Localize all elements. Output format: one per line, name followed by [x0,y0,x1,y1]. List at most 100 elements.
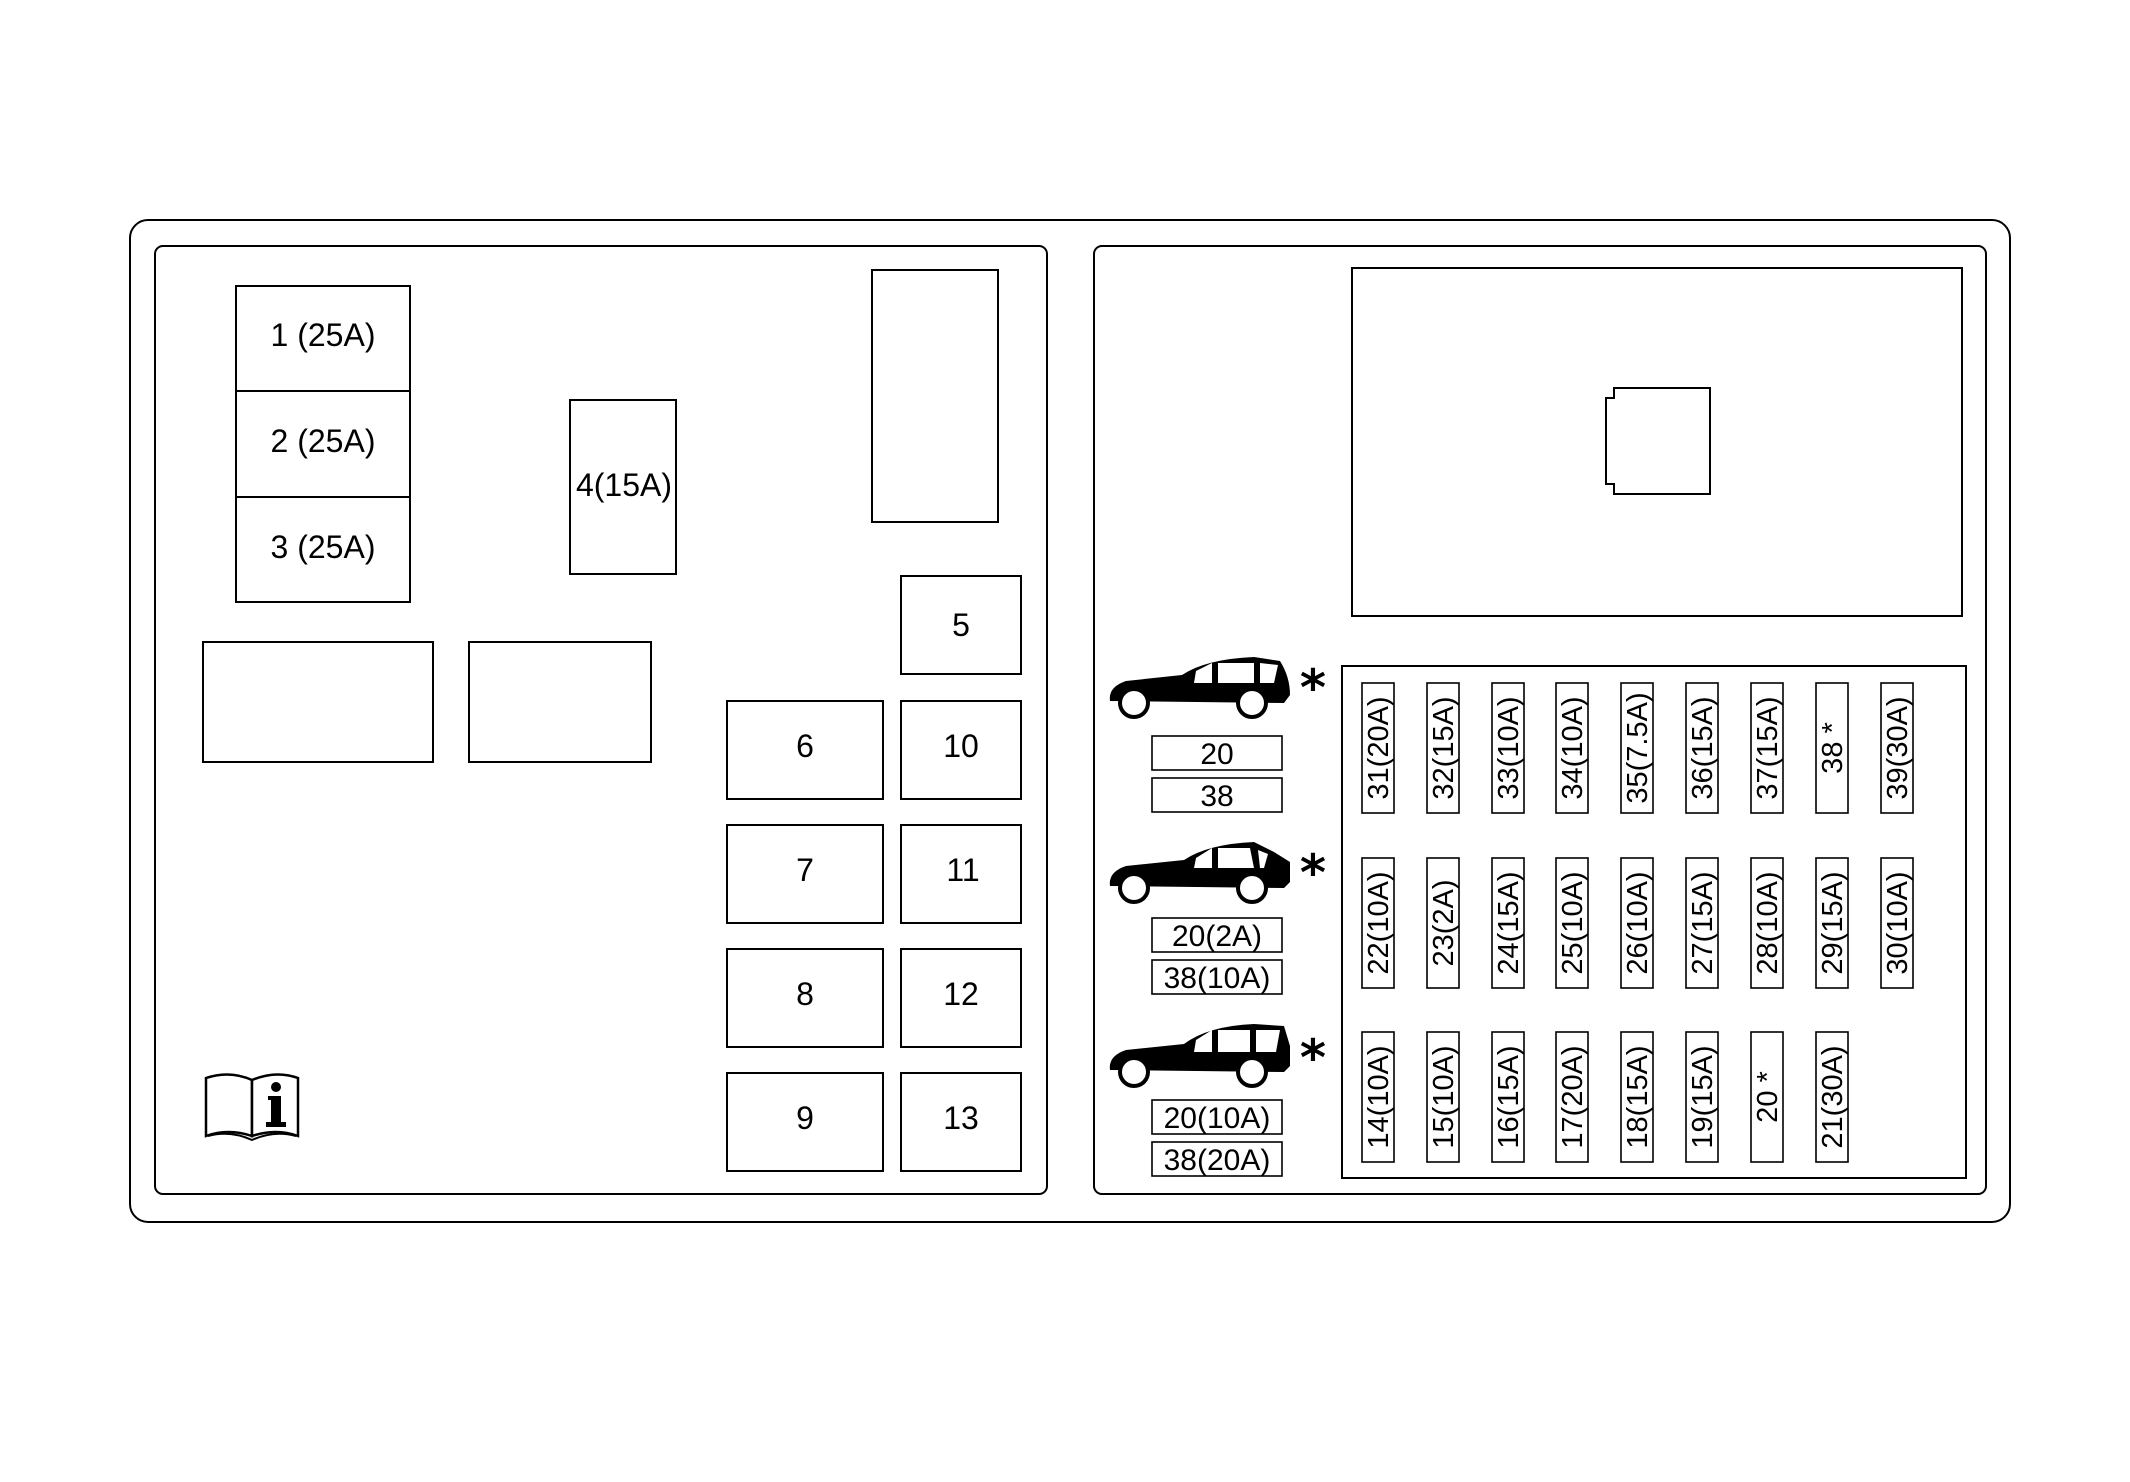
asterisk-label: * [1300,659,1326,717]
fuse-label: 22(10A) [1363,871,1395,974]
fuse-slot [1491,1031,1525,1163]
fuse-slot [1620,682,1654,814]
fuse-label: 35(7.5A) [1622,692,1654,803]
variant-label: 38 [1200,780,1233,813]
variant-label: 38(20A) [1164,1144,1271,1177]
variant-label-box [1151,917,1283,953]
info-manual-icon [204,1073,300,1142]
fuse-label: 37(15A) [1752,696,1784,799]
fuse-slot [1426,682,1460,814]
variant-label-box [1151,959,1283,995]
relay-11 [900,824,1022,924]
fuse-label: 28(10A) [1752,871,1784,974]
empty-relay-block [202,641,434,763]
module-connector [1605,387,1711,495]
variant-label-box [1151,1099,1283,1135]
wagon-icon [1109,1024,1290,1088]
fuse-label: 17(20A) [1557,1045,1589,1148]
sedan-icon [1109,842,1290,904]
relay-6 [726,700,884,800]
asterisk-label: * [1300,844,1326,902]
hatchback-icon [1109,657,1290,719]
fuse-label: 32(15A) [1428,696,1460,799]
relay-5 [900,575,1022,675]
relay-8 [726,948,884,1048]
fuse-slot [1750,682,1784,814]
fuse-2-label: 2 (25A) [271,423,376,459]
relay-label: 13 [943,1100,979,1136]
relay-label: 11 [946,852,979,888]
fuse-slot [1685,857,1719,989]
fuse-slot [1880,857,1914,989]
fuse-slot [1685,682,1719,814]
asterisk-label: * [1300,1029,1326,1087]
fuse-slot [1750,1031,1784,1163]
fuse-label: 23(2A) [1428,879,1460,966]
fuse-label: 18(15A) [1622,1045,1654,1148]
fuse-slot [1555,857,1589,989]
relay-10 [900,700,1022,800]
fuse-label: 27(15A) [1687,871,1719,974]
relay-label: 7 [796,852,814,888]
fuse-slot [1555,682,1589,814]
fuse-grid: 31(20A) 32(15A) 33(10A) 34(10A) 35(7.5A) 36(1… [1361,682,1914,1163]
fuse-label: 21(30A) [1817,1045,1849,1148]
fuse-4-slot [569,399,677,575]
fuse-label: 30(10A) [1882,871,1914,974]
variant-label: 20(10A) [1164,1102,1271,1135]
fuse-label: 29(15A) [1817,871,1849,974]
fuse-3-label: 3 (25A) [271,529,376,565]
fuse-slot [1426,857,1460,989]
fuse-slot [1555,1031,1589,1163]
fuse-label: 14(10A) [1363,1045,1395,1148]
fuse-stack [235,285,411,603]
fuse-slot [1815,682,1849,814]
fuse-4-label: 4(15A) [576,467,672,503]
fuse-label: 26(10A) [1622,871,1654,974]
fuse-slot [1620,1031,1654,1163]
fuse-label: 15(10A) [1428,1045,1460,1148]
fuse-slot [1491,682,1525,814]
relay-12 [900,948,1022,1048]
fuse-1-label: 1 (25A) [271,317,376,353]
relay-9 [726,1072,884,1172]
fuse-slot [1685,1031,1719,1163]
relay-label: 6 [796,728,814,764]
fuse-label: 31(20A) [1363,696,1395,799]
fuse-label: 33(10A) [1493,696,1525,799]
fuse-slot [1361,682,1395,814]
fuse-label: 39(30A) [1882,696,1914,799]
fuse-label: 25(10A) [1557,871,1589,974]
fuse-slot [1815,857,1849,989]
fuse-label: 34(10A) [1557,696,1589,799]
fuse-slot [1750,857,1784,989]
relay-label: 12 [943,976,979,1012]
fuse-slot [1880,682,1914,814]
fuse-label: 16(15A) [1493,1045,1525,1148]
fuse-slot [1815,1031,1849,1163]
relay-label: 9 [796,1100,814,1136]
empty-relay-block [468,641,652,763]
variant-label-box [1151,777,1283,813]
relay-grid: 5 6 7 8 9 10 11 12 13 [726,575,1022,1172]
variant-labels: 20 38 20(2A) 38(10A) 20(10A) 38(20A) [1151,735,1283,1177]
variant-label-box [1151,1141,1283,1177]
variant-label-box [1151,735,1283,771]
fuse-label: 20 * [1752,1071,1784,1123]
fuse-label: 38 * [1817,722,1849,774]
relay-label: 10 [943,728,979,764]
variant-label: 38(10A) [1164,962,1271,995]
relay-7 [726,824,884,924]
fuse-slot [1361,1031,1395,1163]
fuse-slot [1426,1031,1460,1163]
fuse-label: 36(15A) [1687,696,1719,799]
relay-13 [900,1072,1022,1172]
fuse-slot [1491,857,1525,989]
fuse-slot [1361,857,1395,989]
fuse-label: 24(15A) [1493,871,1525,974]
empty-block [871,269,999,523]
fuse-slot [1620,857,1654,989]
variant-label: 20 [1200,738,1233,771]
variant-label: 20(2A) [1172,920,1262,953]
